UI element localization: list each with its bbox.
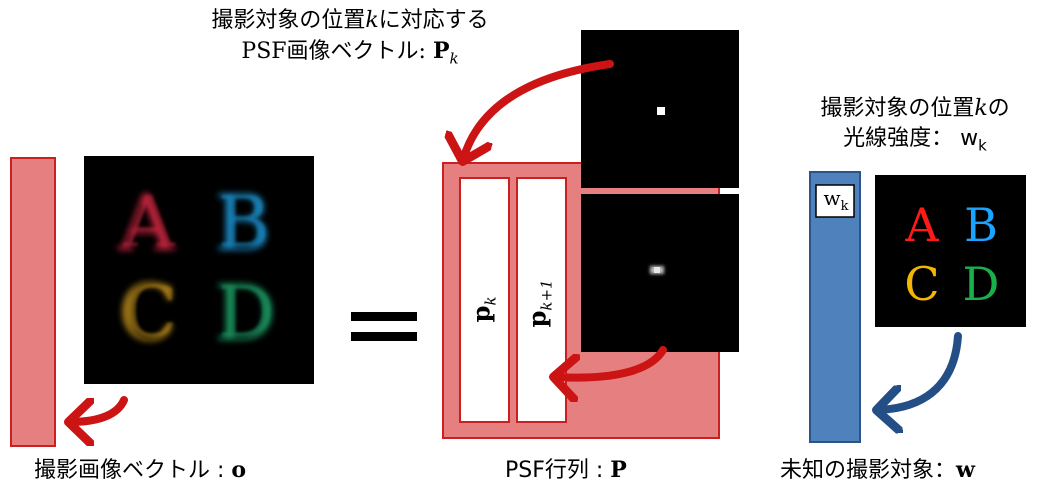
blurred-letter-d: D bbox=[214, 269, 277, 359]
psf-label-text-a: 撮影対象の位置 bbox=[211, 8, 366, 33]
blurred-letter-d-core: D bbox=[218, 271, 274, 353]
arrow-capture-to-observed-vector bbox=[70, 396, 128, 422]
target-letter-d: D bbox=[963, 257, 1000, 311]
intensity-label-subscript: k bbox=[978, 136, 987, 155]
blurred-letter-a-core: A bbox=[123, 181, 176, 263]
psf-label-subscript: k bbox=[449, 49, 459, 68]
arrow-target-to-unknown-vector bbox=[878, 332, 962, 410]
psf-caption-text: PSF行列 : bbox=[505, 458, 611, 483]
unknown-caption-symbol: w bbox=[956, 457, 975, 483]
unknown-caption-text: 未知の撮影対象： bbox=[780, 458, 957, 483]
intensity-label-text-b: の bbox=[987, 96, 1010, 121]
psf-image-k-plus-1 bbox=[581, 194, 739, 352]
blurred-letter-a: A bbox=[117, 179, 176, 269]
target-image: A B C D bbox=[875, 175, 1026, 327]
psf-label-line-1: 撮影対象の位置kに対応する bbox=[150, 8, 550, 34]
intensity-label-text-a: 撮影対象の位置 bbox=[820, 96, 975, 121]
target-letter-a: A bbox=[904, 198, 939, 252]
column-k-subscript: k bbox=[481, 296, 500, 306]
blurred-letter-b: B bbox=[214, 179, 271, 269]
equals-bar-bottom bbox=[351, 332, 417, 341]
column-k-plus-1-subscript: k+1 bbox=[537, 279, 556, 311]
column-k-plus-1-label: pk+1 bbox=[522, 264, 560, 342]
intensity-label-var-k: k bbox=[974, 96, 988, 121]
psf-column-k bbox=[459, 177, 510, 423]
blurred-letter-c-core: C bbox=[124, 271, 178, 353]
w-k-letter: w bbox=[823, 186, 841, 210]
psf-label-text-c: PSF画像ベクトル: bbox=[241, 39, 433, 64]
column-k-label: pk bbox=[466, 289, 504, 329]
intensity-label-line-2: 光線強度： wk bbox=[790, 126, 1040, 158]
arrow-psf-image-to-column-k bbox=[463, 60, 614, 160]
intensity-label-text-c: 光線強度： w bbox=[843, 126, 979, 151]
psf-label-symbol: P bbox=[432, 38, 450, 64]
observed-caption-symbol: o bbox=[231, 457, 247, 483]
psf-matrix-caption: PSF行列 : P bbox=[505, 457, 627, 484]
intensity-label-line-1: 撮影対象の位置kの bbox=[790, 96, 1040, 122]
observed-vector-caption: 撮影画像ベクトル : o bbox=[34, 457, 246, 484]
psf-label-line-2: PSF画像ベクトル: Pk bbox=[150, 38, 550, 71]
column-k-plus-1-symbol: p bbox=[522, 310, 552, 328]
blurred-letter-b-core: B bbox=[218, 181, 269, 263]
observed-caption-text: 撮影画像ベクトル : bbox=[34, 458, 232, 483]
blurred-letter-c: C bbox=[118, 269, 178, 359]
w-k-element-box bbox=[815, 184, 855, 218]
target-letter-c: C bbox=[904, 257, 939, 311]
light-intensity-label: 撮影対象の位置kの 光線強度： wk bbox=[790, 96, 1040, 158]
psf-image-k bbox=[581, 30, 739, 188]
w-k-subscript: k bbox=[840, 199, 849, 214]
arrow-psf-image-to-column-k-plus-1 bbox=[555, 346, 667, 378]
w-k-element-label: wk bbox=[818, 186, 854, 219]
psf-label-text-b: に対応する bbox=[378, 8, 489, 33]
equals-bar-top bbox=[351, 312, 417, 321]
target-letter-b: B bbox=[964, 198, 998, 252]
column-k-symbol: p bbox=[466, 305, 496, 323]
unknown-target-caption: 未知の撮影対象：w bbox=[780, 457, 975, 484]
psf-image-vector-label: 撮影対象の位置kに対応する PSF画像ベクトル: Pk bbox=[150, 8, 550, 71]
captured-image: A B C D A B C D bbox=[84, 156, 314, 384]
psf-caption-symbol: P bbox=[610, 457, 627, 483]
observed-vector-bar bbox=[10, 157, 56, 447]
psf-label-var-k: k bbox=[365, 8, 379, 33]
